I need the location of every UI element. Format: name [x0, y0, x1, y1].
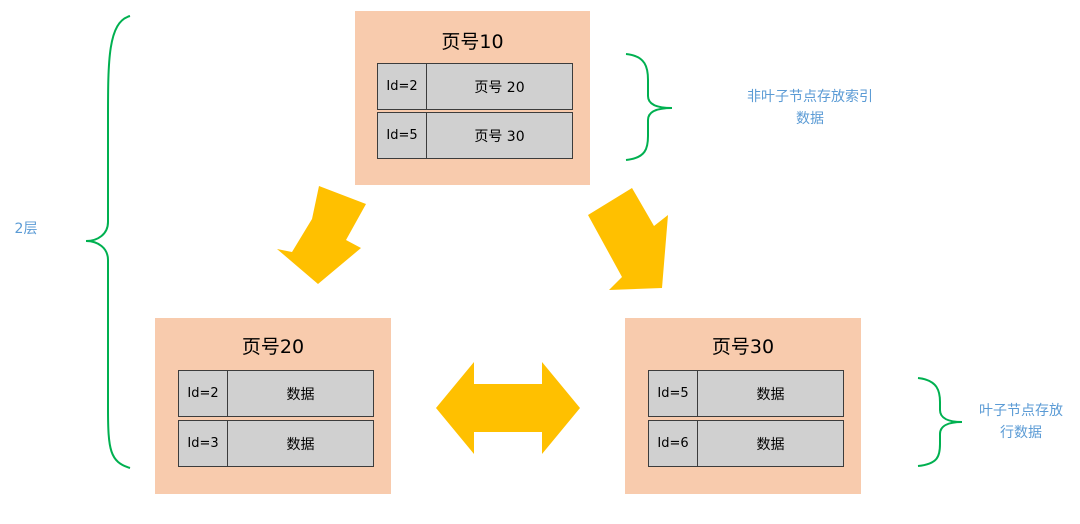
row-value: 数据 [756, 386, 785, 403]
leaf-note-line1: 叶子节点存放 [979, 403, 1063, 419]
page-10-row-2: Id=5 页号 30 [377, 112, 573, 159]
page-20-row-1: Id=2 数据 [178, 370, 374, 417]
row-value: 页号 20 [474, 79, 525, 96]
leaf-brace [917, 377, 963, 467]
arrow-down-left [277, 186, 366, 284]
row-value: 数据 [756, 436, 785, 453]
page-30: 页号30 Id=5 数据 Id=6 数据 [625, 318, 861, 494]
row-value: 页号 30 [474, 128, 525, 145]
non-leaf-note-line1: 非叶子节点存放索引 [747, 89, 873, 105]
level-brace [85, 15, 131, 469]
levels-label: 2层 [14, 221, 38, 237]
page-10-row-1: Id=2 页号 20 [377, 63, 573, 110]
row-id: Id=3 [179, 421, 228, 466]
leaf-note: 叶子节点存放 行数据 [966, 400, 1076, 444]
page-30-title: 页号30 [711, 336, 775, 358]
page-30-row-2: Id=6 数据 [648, 420, 844, 467]
row-id: Id=5 [378, 113, 427, 158]
page-10-title: 页号10 [441, 31, 504, 53]
non-leaf-brace [625, 53, 673, 161]
row-id: Id=2 [179, 371, 228, 416]
row-id: Id=5 [649, 371, 698, 416]
row-value: 数据 [286, 386, 315, 403]
row-value: 数据 [286, 436, 315, 453]
page-10: 页号10 Id=2 页号 20 Id=5 页号 30 [355, 11, 590, 185]
leaf-note-line2: 行数据 [1000, 425, 1042, 441]
row-id: Id=6 [649, 421, 698, 466]
arrow-down-right [588, 188, 668, 290]
non-leaf-note: 非叶子节点存放索引 数据 [720, 86, 900, 130]
page-20-title: 页号20 [241, 336, 305, 358]
page-20-row-2: Id=3 数据 [178, 420, 374, 467]
row-id: Id=2 [378, 64, 427, 109]
page-20: 页号20 Id=2 数据 Id=3 数据 [155, 318, 391, 494]
non-leaf-note-line2: 数据 [796, 111, 824, 127]
page-30-row-1: Id=5 数据 [648, 370, 844, 417]
arrow-double-headed [436, 362, 580, 454]
